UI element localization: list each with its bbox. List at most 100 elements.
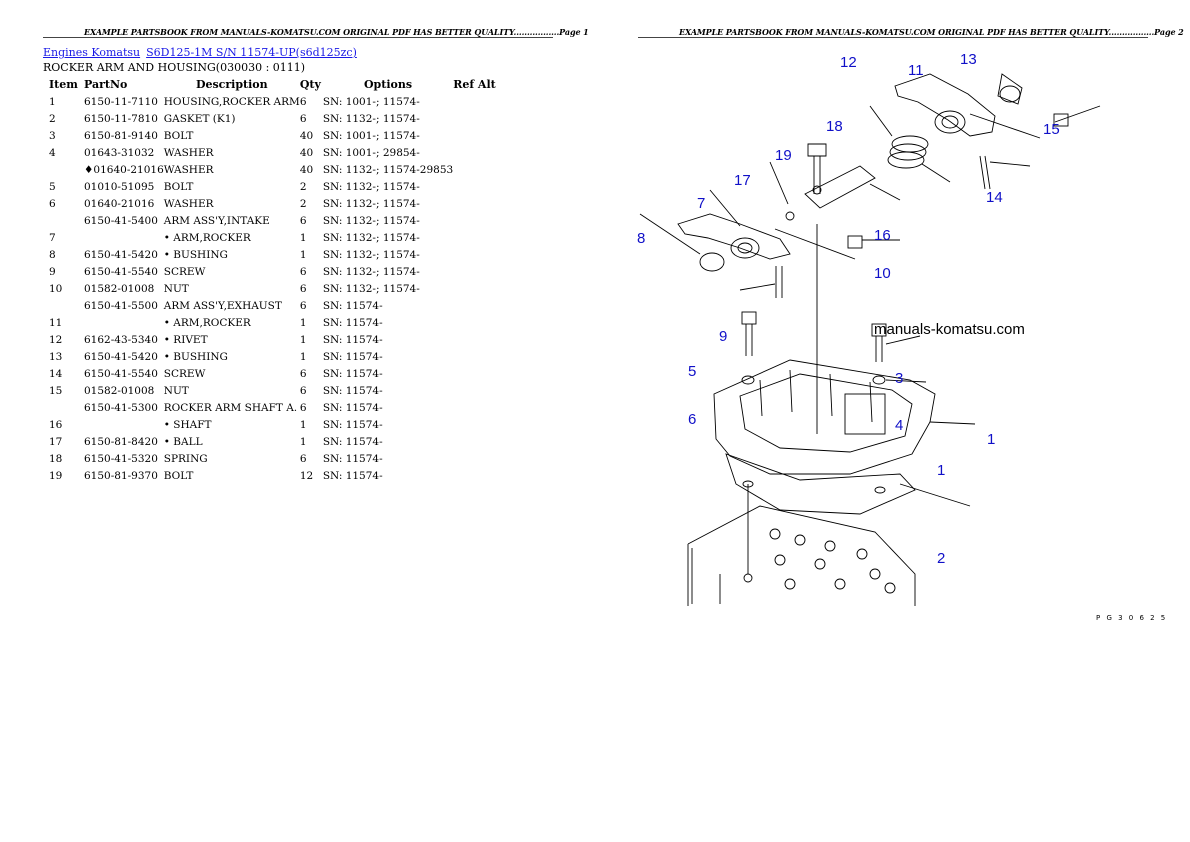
cell-partno [84, 229, 164, 246]
cell-item: 15 [49, 384, 63, 397]
cell-ref-alt [453, 416, 496, 433]
cell-ref-alt [453, 348, 496, 365]
cell-item: 7 [49, 231, 56, 244]
cell-qty: 1 [299, 350, 307, 363]
cell-options: SN: 11574- [322, 384, 383, 397]
cell-item: 14 [49, 367, 63, 380]
column-header-item: Item [49, 78, 78, 91]
callout-1a: 1 [987, 431, 995, 448]
cell-ref-alt [453, 161, 496, 178]
cell-item [43, 212, 84, 229]
cell-options: SN: 1132-; 11574- [322, 265, 420, 278]
breadcrumb: Engines Komatsu S6D125-1M S/N 11574-UP(s6… [43, 46, 357, 59]
cell-ref-alt [453, 127, 496, 144]
cell-qty: 1 [299, 418, 307, 431]
cell-partno: 6150-41-5420 [84, 248, 158, 261]
breadcrumb-link-model[interactable]: S6D125-1M S/N 11574-UP(s6d125zc) [146, 46, 357, 59]
callout-11: 11 [908, 62, 924, 79]
cell-ref-alt [453, 178, 496, 195]
cell-qty: 6 [299, 452, 307, 465]
callout-19: 19 [775, 147, 792, 164]
cell-partno: 01643-31032 [84, 146, 155, 159]
cell-options: SN: 1132-; 11574-29853 [322, 163, 454, 176]
cell-item: 4 [49, 146, 56, 159]
cell-description: ARM ASS'Y,INTAKE [163, 214, 270, 227]
cell-item: 12 [49, 333, 63, 346]
callout-6: 6 [688, 411, 696, 428]
callout-13: 13 [960, 51, 977, 68]
cell-ref-alt [453, 467, 496, 484]
cell-description: • BUSHING [163, 350, 228, 363]
cell-partno: 6150-81-9370 [84, 469, 158, 482]
cell-description: • BUSHING [163, 248, 228, 261]
page-header-left: EXAMPLE PARTSBOOK FROM MANUALS-KOMATSU.C… [84, 27, 589, 37]
cell-description: BOLT [163, 469, 194, 482]
cell-options: SN: 1132-; 11574- [322, 214, 420, 227]
cell-description: NUT [163, 384, 189, 397]
cell-item: 1 [49, 95, 56, 108]
cell-qty: 6 [299, 299, 307, 312]
cell-ref-alt [453, 144, 496, 161]
cell-description: WASHER [163, 197, 214, 210]
column-header-ref-alt: Ref Alt [453, 78, 496, 91]
cell-options: SN: 1132-; 11574- [322, 248, 420, 261]
cell-item: 11 [49, 316, 63, 329]
cell-ref-alt [453, 110, 496, 127]
cell-ref-alt [453, 433, 496, 450]
callout-1b: 1 [937, 462, 945, 479]
cell-partno: 6150-81-9140 [84, 129, 158, 142]
cell-description: • SHAFT [163, 418, 212, 431]
callout-4: 4 [895, 417, 903, 434]
cell-ref-alt [453, 212, 496, 229]
column-header-options: Options [363, 78, 413, 91]
cell-ref-alt [453, 280, 496, 297]
cell-description: BOLT [163, 129, 194, 142]
cell-partno: 01582-01008 [84, 282, 155, 295]
cell-qty: 2 [299, 180, 307, 193]
cell-ref-alt [453, 263, 496, 280]
cell-item: 9 [49, 265, 56, 278]
cell-ref-alt [453, 229, 496, 246]
cell-partno: 6150-41-5540 [84, 367, 158, 380]
callout-17: 17 [734, 172, 751, 189]
cell-ref-alt [453, 382, 496, 399]
cell-qty: 1 [299, 316, 307, 329]
cell-ref-alt [453, 297, 496, 314]
cell-qty: 2 [299, 197, 307, 210]
cell-options: SN: 11574- [322, 452, 383, 465]
cell-options: SN: 1001-; 11574- [322, 129, 420, 142]
cell-partno: 6150-41-5400 [84, 214, 158, 227]
header-rule-left [43, 37, 553, 38]
callout-14: 14 [986, 189, 1003, 206]
cell-ref-alt [453, 450, 496, 467]
cell-options: SN: 11574- [322, 299, 383, 312]
cell-qty: 1 [299, 435, 307, 448]
callout-9: 9 [719, 328, 727, 345]
cell-ref-alt [453, 246, 496, 263]
cell-description: GASKET (K1) [163, 112, 236, 125]
cell-item: 13 [49, 350, 63, 363]
cell-qty: 1 [299, 333, 307, 346]
cell-description: • RIVET [163, 333, 208, 346]
diagram-watermark: manuals-komatsu.com [874, 321, 1025, 338]
cell-item: 19 [49, 469, 63, 482]
cell-partno: 6150-41-5500 [84, 299, 158, 312]
breadcrumb-link-engines[interactable]: Engines Komatsu [43, 46, 141, 59]
callout-15: 15 [1043, 121, 1060, 138]
cell-item [43, 399, 84, 416]
cell-item: 17 [49, 435, 63, 448]
cell-item: 16 [49, 418, 63, 431]
